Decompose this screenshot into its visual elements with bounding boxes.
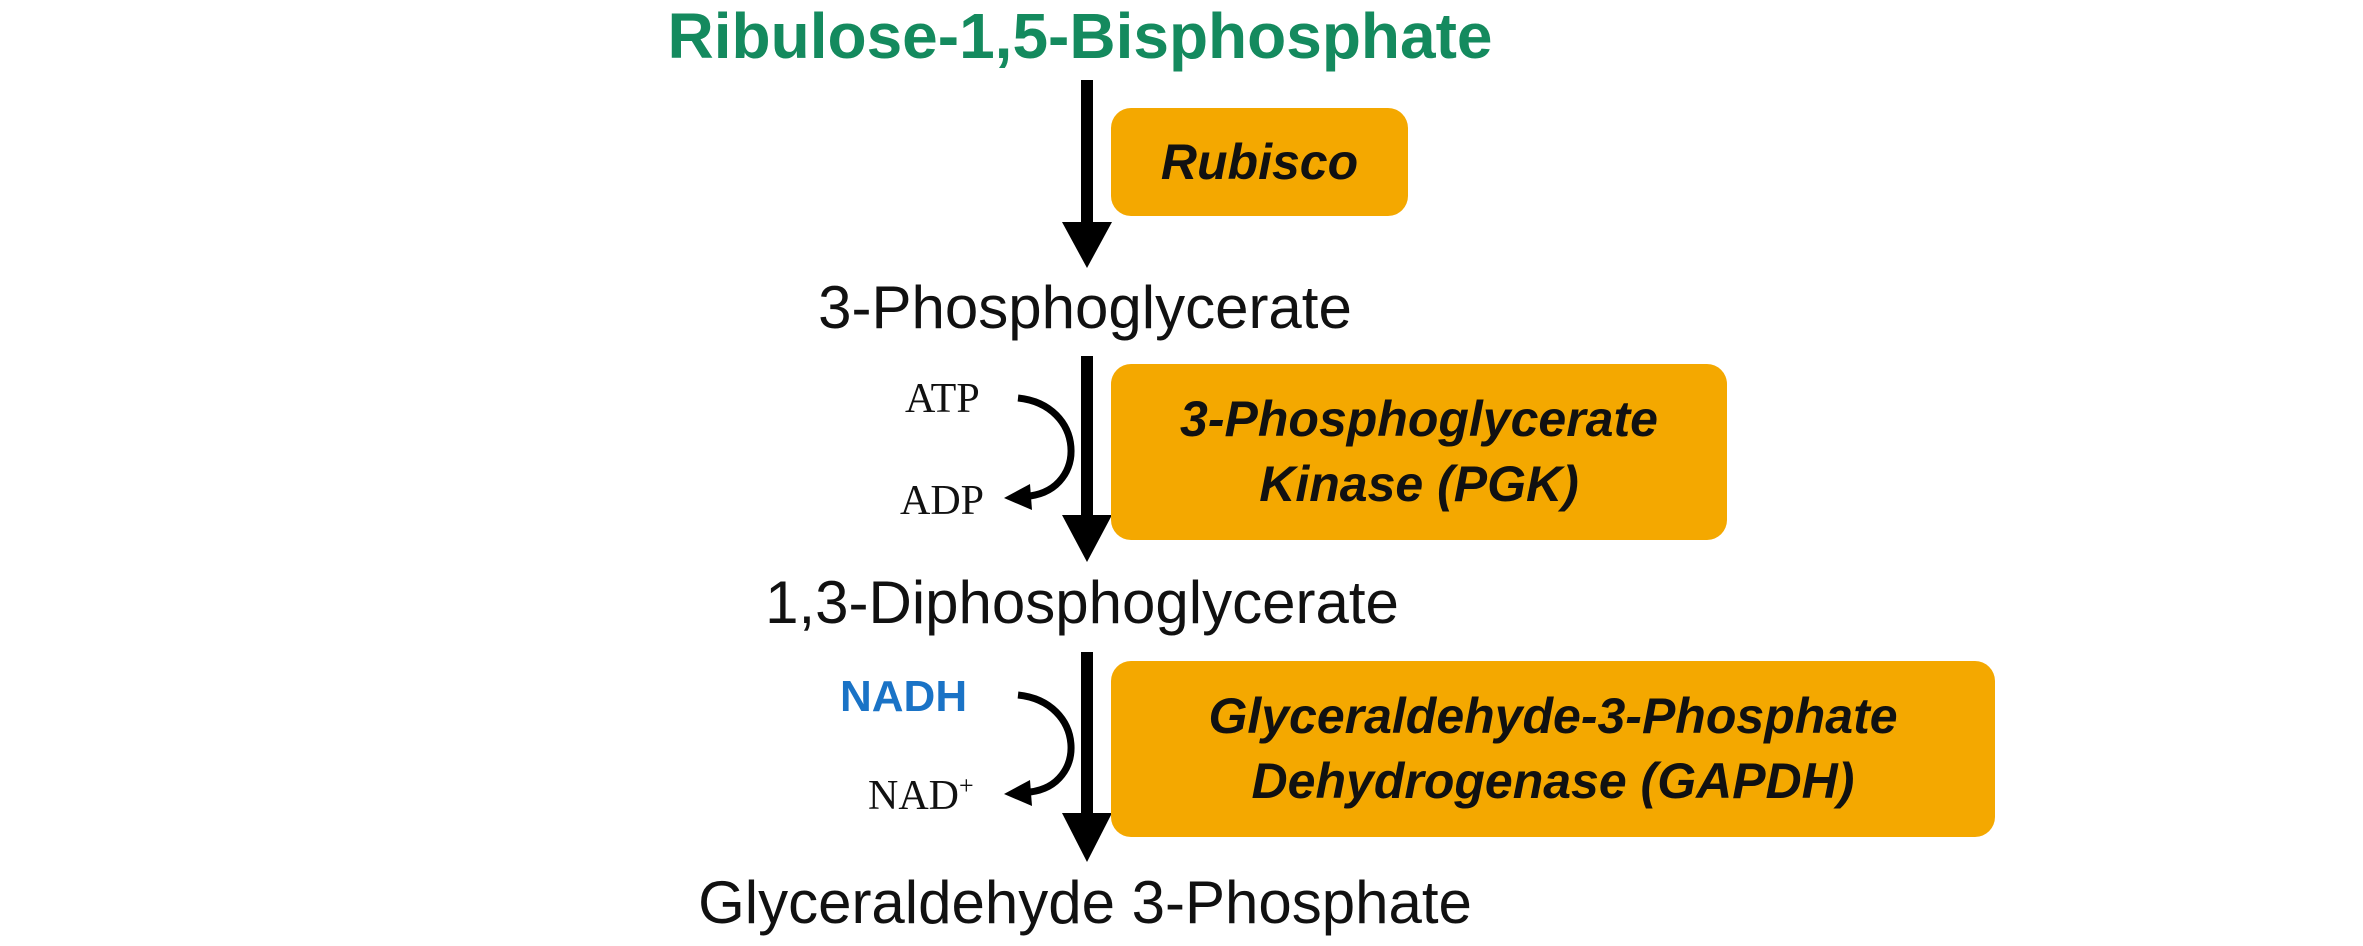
cofactor-nad-charge: +: [959, 771, 974, 800]
metabolite-glyceraldehyde-3-phosphate: Glyceraldehyde 3-Phosphate: [698, 869, 1472, 936]
metabolite-1-3-diphosphoglycerate: 1,3-Diphosphoglycerate: [765, 569, 1399, 636]
cofactor-nad-label: NAD: [868, 773, 959, 819]
cofactor-adp: ADP: [900, 478, 985, 524]
reaction-arrow-1: [1062, 80, 1112, 268]
cofactor-atp: ATP: [905, 376, 980, 422]
enzyme-pgk: 3-Phosphoglycerate Kinase (PGK): [1111, 364, 1727, 540]
cofactor-curve-nadh-nad: [1004, 691, 1075, 806]
enzyme-rubisco-label: Rubisco: [1160, 133, 1359, 190]
enzyme-rubisco: Rubisco: [1111, 108, 1408, 216]
enzyme-gapdh-label-line1: Glyceraldehyde-3-Phosphate: [1208, 688, 1898, 744]
enzyme-pgk-label-line1: 3-Phosphoglycerate: [1180, 391, 1658, 447]
reaction-arrow-3: [1062, 652, 1112, 862]
cofactor-nad-plus: NAD+: [868, 773, 974, 819]
metabolite-3-phosphoglycerate: 3-Phosphoglycerate: [818, 274, 1352, 341]
enzyme-pgk-label-line2: Kinase (PGK): [1259, 456, 1579, 512]
cofactor-curve-atp-adp: [1004, 394, 1075, 510]
reaction-arrow-2: [1062, 356, 1112, 562]
metabolite-ribulose-bisphosphate: Ribulose-1,5-Bisphosphate: [667, 0, 1493, 72]
enzyme-gapdh-label-line2: Dehydrogenase (GAPDH): [1251, 753, 1855, 809]
enzyme-gapdh: Glyceraldehyde-3-Phosphate Dehydrogenase…: [1111, 661, 1995, 837]
cofactor-nadh: NADH: [840, 672, 968, 721]
